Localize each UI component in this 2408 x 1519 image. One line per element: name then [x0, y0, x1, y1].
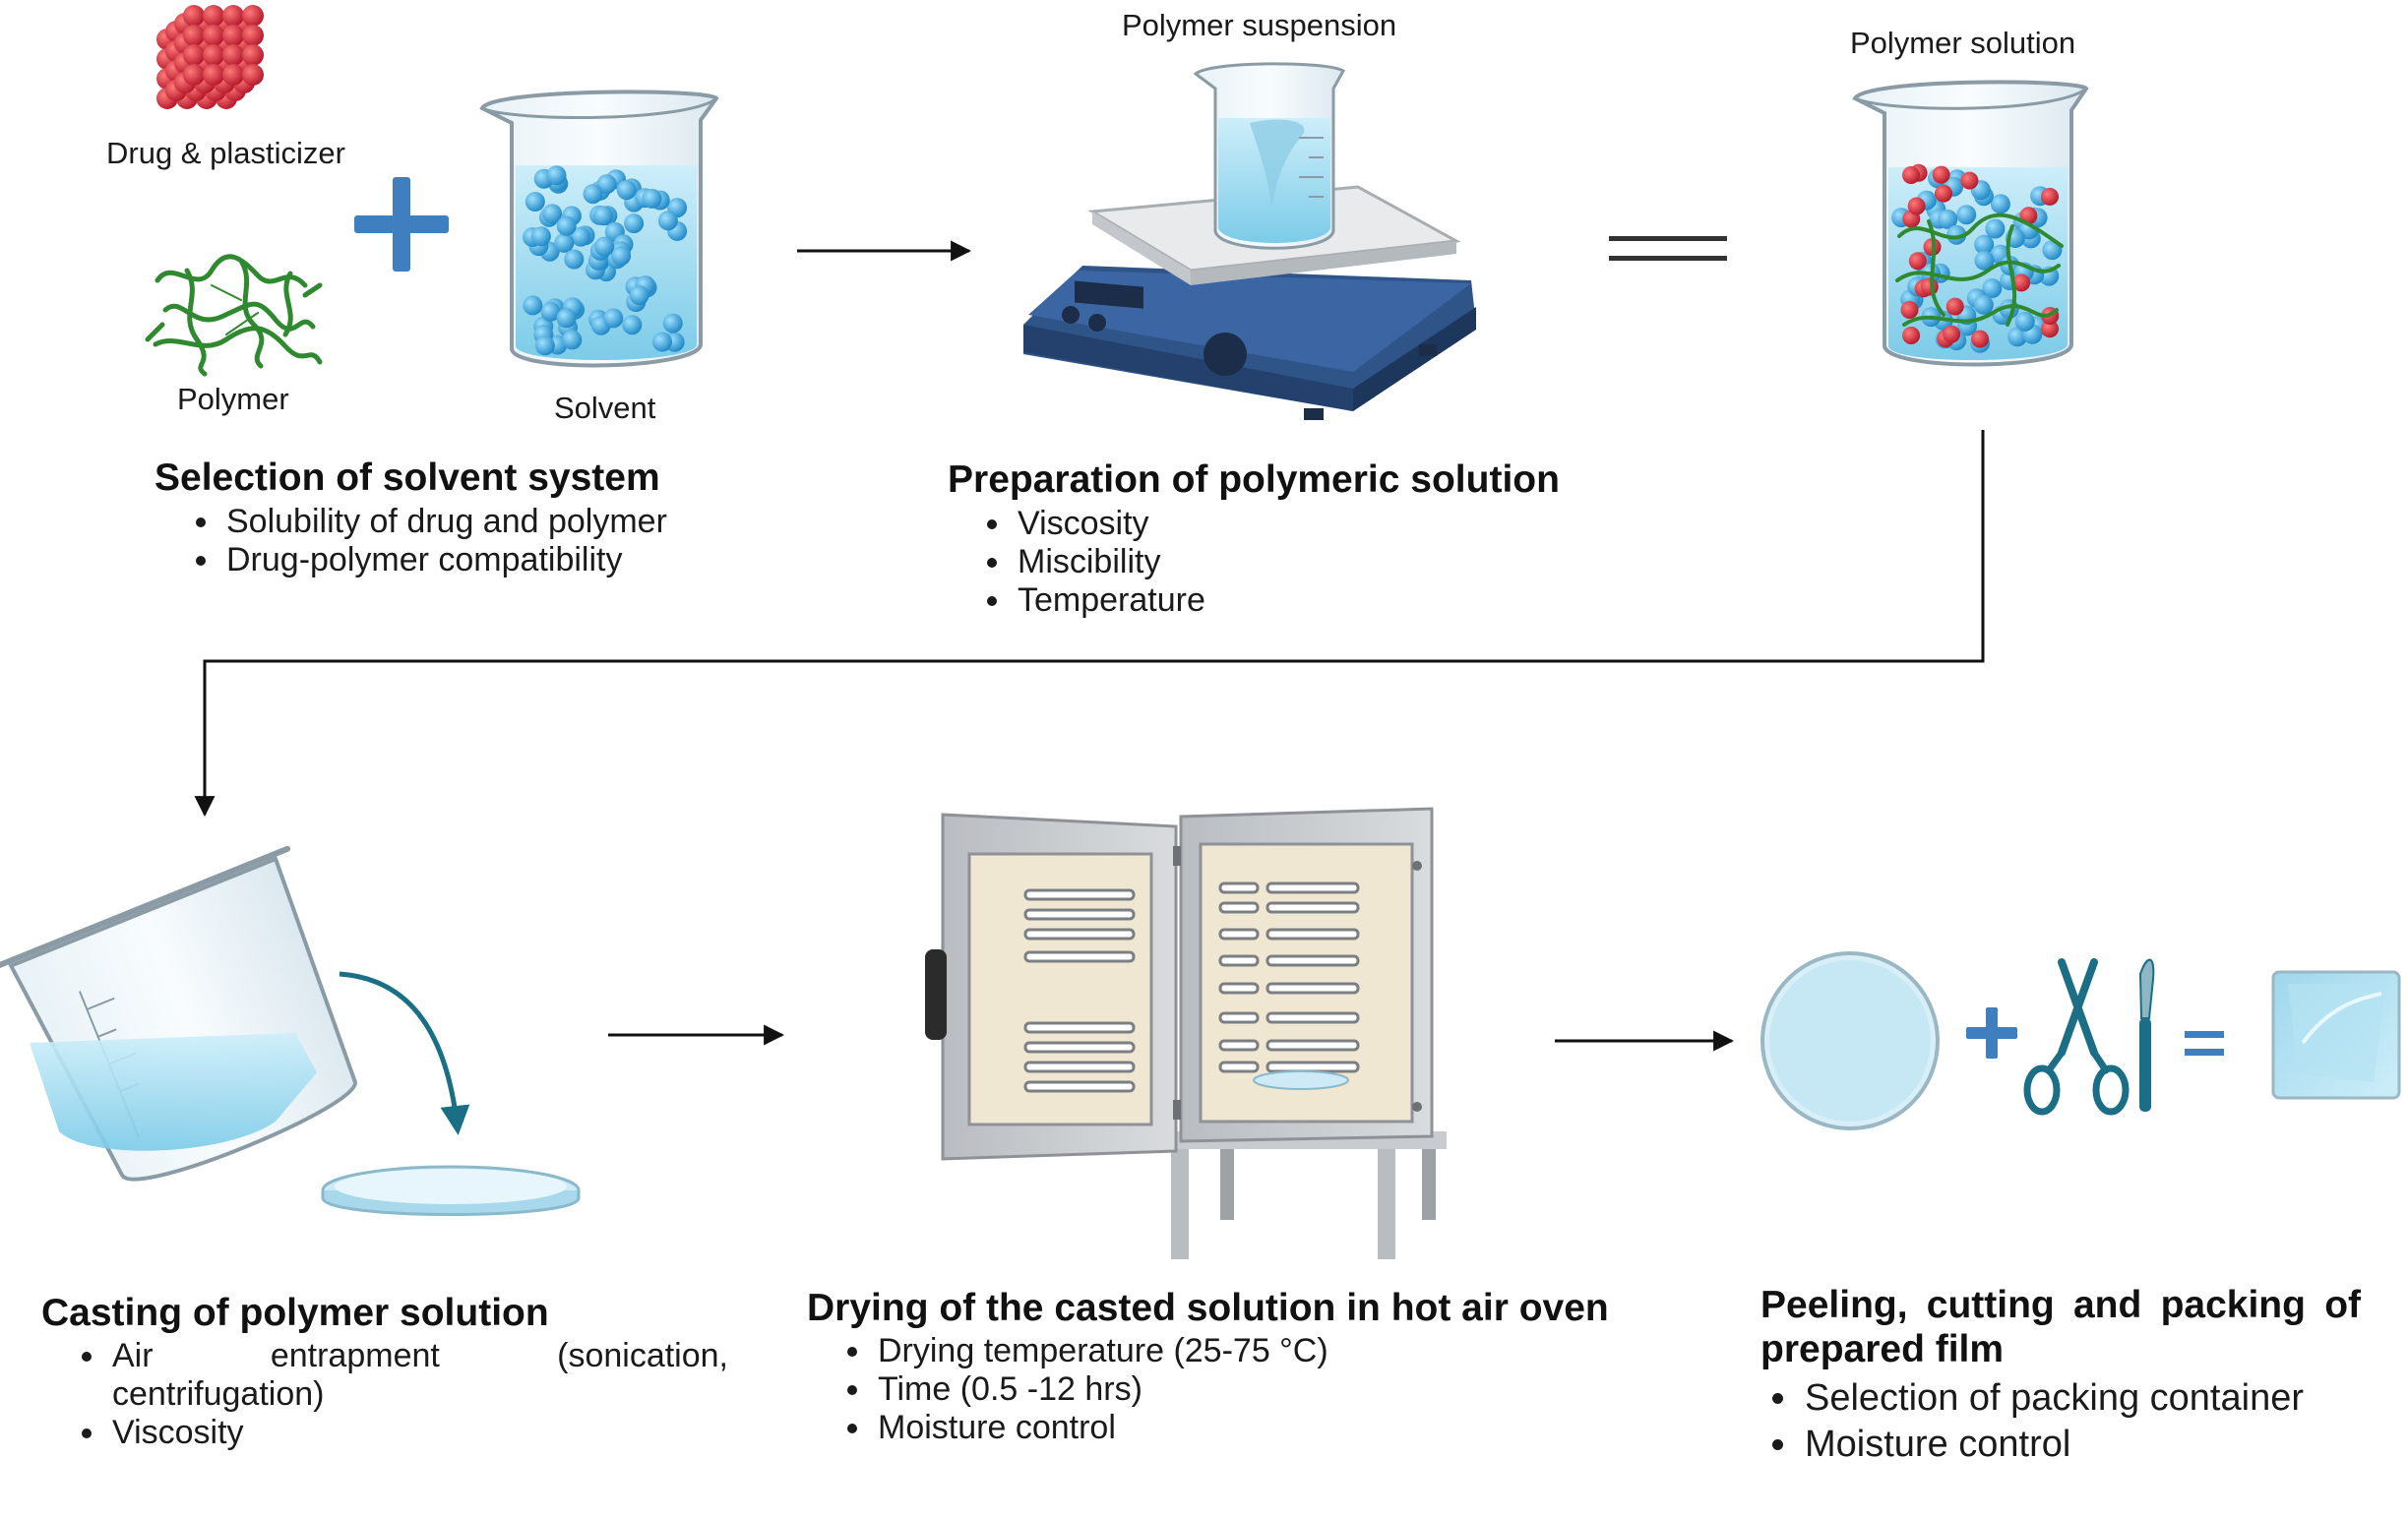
- list-item: Drying temperature (25-75 °C): [874, 1332, 1328, 1370]
- drug-cube-icon: [156, 5, 264, 109]
- connector-arrow: [194, 430, 1985, 818]
- step4-points: Drying temperature (25-75 °C) Time (0.5 …: [807, 1332, 1328, 1447]
- list-item: Moisture control: [1801, 1422, 2408, 1468]
- list-item: Air entrapment (sonication, centrifugati…: [108, 1337, 728, 1414]
- equals-icon: [1609, 236, 1727, 261]
- step1-title: Selection of solvent system: [154, 456, 660, 499]
- film-icon: [2271, 970, 2401, 1100]
- list-item: Temperature: [1014, 581, 1205, 620]
- petri-dish-icon: [321, 1165, 581, 1216]
- petri-dish-icon: [1760, 951, 1940, 1130]
- scissors-icon: [2023, 958, 2130, 1116]
- hot-air-oven-icon: [925, 807, 1447, 1259]
- list-item: Viscosity: [108, 1414, 728, 1452]
- drug-label: Drug & plasticizer: [106, 136, 345, 170]
- scalpel-icon: [2138, 958, 2155, 1112]
- suspension-label: Polymer suspension: [1122, 8, 1397, 42]
- solution-label: Polymer solution: [1850, 26, 2076, 60]
- list-item: Moisture control: [874, 1409, 1328, 1447]
- polymer-label: Polymer: [177, 382, 289, 416]
- list-item: Solubility of drug and polymer: [222, 503, 667, 541]
- step4-title: Drying of the casted solution in hot air…: [807, 1287, 1609, 1329]
- magnetic-stirrer-icon: [1023, 62, 1476, 420]
- step2-points: Viscosity Miscibility Temperature: [947, 505, 1205, 620]
- pouring-beaker-icon: [0, 845, 470, 1182]
- step3-title: Casting of polymer solution: [41, 1292, 549, 1334]
- equals-icon: [2185, 1031, 2224, 1056]
- step1-points: Solubility of drug and polymer Drug-poly…: [155, 503, 667, 579]
- beaker-icon: [1852, 80, 2089, 367]
- step5-title-line2: prepared film: [1760, 1328, 2005, 1370]
- plus-icon: [354, 177, 449, 272]
- step5-title-line1: Peeling, cutting and packing of: [1760, 1284, 2361, 1326]
- list-item: Selection of packing container: [1801, 1375, 2408, 1422]
- step2-title: Preparation of polymeric solution: [948, 458, 1560, 501]
- step5-points: Selection of packing container Moisture …: [1734, 1375, 2408, 1468]
- list-item: Viscosity: [1014, 505, 1205, 543]
- list-item: Miscibility: [1014, 543, 1205, 581]
- step3-points: Air entrapment (sonication, centrifugati…: [41, 1337, 728, 1452]
- solvent-label: Solvent: [554, 391, 656, 425]
- list-item: Time (0.5 -12 hrs): [874, 1370, 1328, 1409]
- polymer-network-icon: [145, 254, 323, 377]
- plus-icon: [1966, 1007, 2017, 1059]
- beaker-icon: [479, 90, 719, 368]
- list-item: Drug-polymer compatibility: [222, 541, 667, 579]
